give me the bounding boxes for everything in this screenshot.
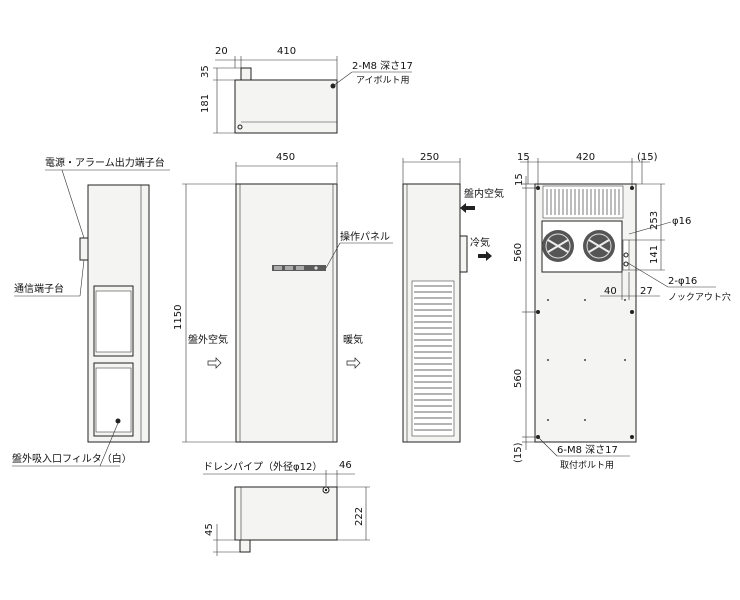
- top-dim-181: 181: [200, 94, 211, 113]
- left-side-view: 電源・アラーム出力端子台 通信端子台 盤外吸入口フィルタ（白）: [12, 156, 170, 467]
- mount-dim-27: 27: [640, 286, 653, 297]
- side-grille-slats: [414, 285, 452, 431]
- terminal-block: [79, 237, 89, 261]
- top-dim-20: 20: [215, 46, 228, 57]
- top-view: 20 410 35 181 2-M8 深さ17 アイボルト用: [200, 46, 413, 134]
- outside-air-label: 盤外空気: [188, 333, 228, 346]
- panel-label: 操作パネル: [340, 230, 390, 243]
- mount-dim-40: 40: [604, 286, 617, 297]
- inside-air-label: 盤内空気: [464, 187, 504, 200]
- side-dim-250: 250: [420, 152, 439, 163]
- bottom-dim-45: 45: [204, 523, 215, 536]
- drain-boss: [239, 539, 251, 553]
- knockout-label-2: ノックアウト穴: [668, 291, 731, 303]
- mount-dim-141: 141: [649, 245, 660, 264]
- knockout-label: 2-φ16: [668, 276, 697, 287]
- drain-label: ドレンパイプ（外径φ12）: [203, 460, 322, 473]
- warm-air-label: 暖気: [343, 333, 363, 346]
- cool-air-outlet: [459, 235, 468, 273]
- front-dim-1150: 1150: [173, 305, 184, 330]
- bolt-label-2: 取付ボルト用: [560, 460, 614, 471]
- mount-dim-560-top: 560: [513, 243, 524, 262]
- mount-dim-560-bottom: 560: [513, 369, 524, 388]
- bottom-dim-222: 222: [354, 507, 365, 526]
- front-view: 450 1150 操作パネル 盤外空気 暖気: [173, 152, 393, 443]
- mount-dim-15-left: 15: [517, 152, 530, 163]
- bolt-label: 6-M8 深さ17: [557, 444, 618, 456]
- mount-dim-15-bottom: (15): [513, 442, 524, 463]
- filter-label: 盤外吸入口フィルタ（白）: [12, 452, 132, 465]
- top-view-body: [234, 79, 338, 134]
- mount-dim-253: 253: [649, 211, 660, 230]
- bottom-dim-46: 46: [339, 460, 352, 471]
- mount-dim-phi16: φ16: [672, 216, 691, 227]
- mount-dim-15-top: 15: [514, 173, 525, 186]
- bottom-view-body: [234, 486, 338, 541]
- comm-terminal-label: 通信端子台: [14, 282, 64, 295]
- right-side-view: 250 盤内空気 冷気: [402, 152, 504, 443]
- mounting-view: 15 420 (15) 15 560 560 (15) 253 141 φ16 …: [513, 152, 731, 471]
- top-dim-35: 35: [200, 65, 211, 78]
- bottom-view: 46 ドレンパイプ（外径φ12） 222 45: [203, 460, 370, 556]
- cold-air-label: 冷気: [470, 236, 490, 249]
- eyebolt-label-2: アイボルト用: [356, 75, 410, 86]
- top-view-eyebolt-boss: [240, 67, 252, 81]
- eyebolt-label: 2-M8 深さ17: [352, 60, 413, 72]
- mount-dim-15-right: (15): [637, 152, 658, 163]
- top-dim-410: 410: [277, 46, 296, 57]
- power-terminal-label: 電源・アラーム出力端子台: [45, 156, 165, 169]
- side-grille: [411, 280, 455, 437]
- mount-dim-420: 420: [576, 152, 595, 163]
- front-body: [235, 183, 338, 443]
- front-dim-450: 450: [276, 152, 295, 163]
